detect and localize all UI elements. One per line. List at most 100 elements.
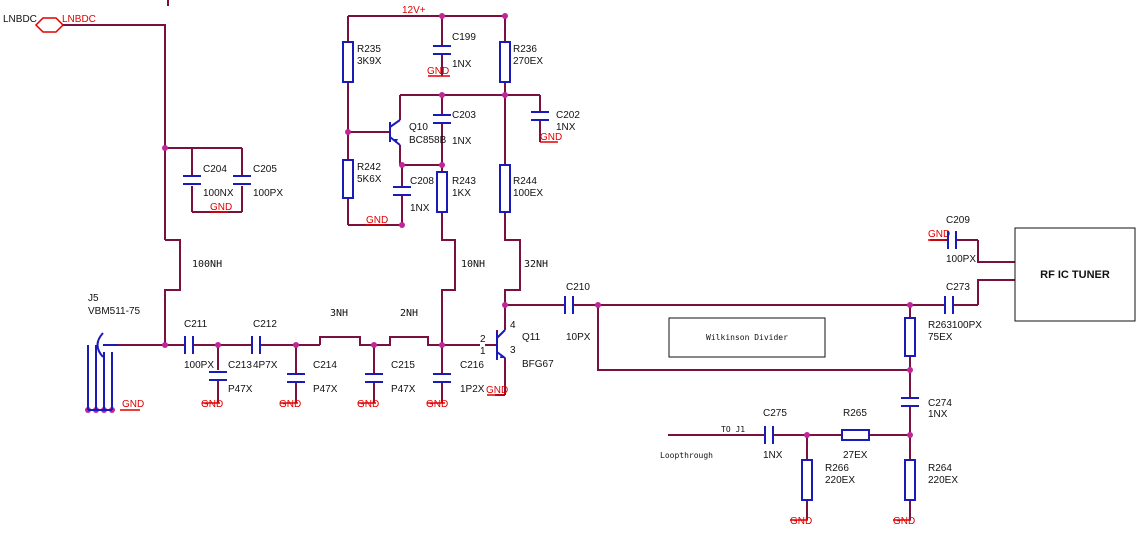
resistor-r242: R242 5K6X: [342, 159, 382, 199]
r243-ref: R243: [452, 176, 476, 187]
resistor-r266: R266 220EX: [801, 459, 855, 501]
capacitor-c204: C204 100NX: [183, 164, 234, 199]
gnd-label-c213: GND: [201, 399, 223, 410]
q11-pin-2: 2: [480, 334, 486, 345]
wilkinson-block: [668, 317, 826, 358]
r236-value: 270EX: [513, 56, 543, 67]
inductor-2nh-label: 2NH: [400, 308, 418, 319]
c214-ref: C214: [313, 360, 337, 371]
capacitor-c212: C212 4P7X: [251, 319, 278, 371]
inductor-3nh-label: 3NH: [330, 308, 348, 319]
vcc-net-label: 12V+: [402, 5, 426, 16]
r264-ref: R264: [928, 463, 952, 474]
gnd-label-c215: GND: [357, 399, 379, 410]
resistor-r235: R235 3K9X: [342, 41, 382, 83]
q11-pin-3: 3: [510, 345, 516, 356]
c275-ref: C275: [763, 408, 787, 419]
c208-ref: C208: [410, 176, 434, 187]
transistor-q11: Q11 BFG67 2 1 4 3: [480, 320, 554, 370]
gnd-label-c204: GND: [210, 202, 232, 213]
wires: [62, 0, 1015, 520]
capacitor-c216: C216 1P2X: [433, 360, 485, 395]
c214-value: P47X: [313, 384, 338, 395]
r236-ref: R236: [513, 44, 537, 55]
r242-ref: R242: [357, 162, 381, 173]
gnd-label-c216: GND: [426, 399, 448, 410]
rf-tuner-block: [1014, 227, 1136, 322]
c274-value: 1NX: [928, 409, 948, 420]
capacitor-c211: C211 100PX: [184, 319, 214, 371]
resistor-r243: R243 1KX: [436, 171, 476, 213]
r265-ref: R265: [843, 408, 867, 419]
gnd-label-c214: GND: [279, 399, 301, 410]
q11-pin-4: 4: [510, 320, 516, 331]
gnd-label-j5: GND: [122, 399, 144, 410]
resistor-r236: R236 270EX: [499, 41, 543, 83]
capacitor-c215: C215 P47X: [365, 360, 416, 395]
inductor-10nh-label: 10NH: [461, 259, 485, 270]
r244-value: 100EX: [513, 188, 543, 199]
ground-symbols: GND GND GND GND GND GND GND GND GND GND …: [120, 66, 950, 527]
c202-value: 1NX: [556, 122, 576, 133]
r263-ref: R263100PX: [928, 320, 982, 331]
gnd-label-r264: GND: [893, 516, 915, 527]
c202-ref: C202: [556, 110, 580, 121]
gnd-label-r266: GND: [790, 516, 812, 527]
capacitor-c273: C273: [944, 282, 970, 314]
c205-value: 100PX: [253, 188, 283, 199]
gnd-label-c202: GND: [540, 132, 562, 143]
c273-ref: C273: [946, 282, 970, 293]
j5-part: VBM511-75: [88, 306, 141, 317]
c204-value: 100NX: [203, 188, 234, 199]
c199-value: 1NX: [452, 59, 472, 70]
j5-ref: J5: [88, 293, 99, 304]
connector-j5: J5 VBM511-75: [87, 293, 141, 411]
c211-value: 100PX: [184, 360, 214, 371]
c209-ref: C209: [946, 215, 970, 226]
capacitor-c209: C209 100PX: [946, 215, 976, 265]
c274-ref: C274: [928, 398, 952, 409]
c212-ref: C212: [253, 319, 277, 330]
inductor-32nh-label: 32NH: [524, 259, 548, 270]
c205-ref: C205: [253, 164, 277, 175]
q11-part: BFG67: [522, 359, 554, 370]
r242-value: 5K6X: [357, 174, 382, 185]
q11-pin-1: 1: [480, 346, 486, 357]
capacitor-c274: C274 1NX: [901, 397, 952, 420]
capacitor-c210: C210 10PX: [564, 282, 591, 343]
q11-ref: Q11: [522, 332, 541, 343]
resistor-r263: R263100PX 75EX: [904, 317, 982, 357]
capacitor-c205: C205 100PX: [233, 164, 283, 199]
c210-ref: C210: [566, 282, 590, 293]
capacitor-c202: C202 1NX: [531, 110, 580, 133]
to-j1-label: TO J1: [721, 425, 745, 434]
wilkinson-label: Wilkinson Divider: [706, 333, 788, 342]
c210-value: 10PX: [566, 332, 591, 343]
gnd-label-r242: GND: [366, 215, 388, 226]
resistor-r264: R264 220EX: [904, 459, 958, 501]
c216-ref: C216: [460, 360, 484, 371]
capacitor-c214: C214 P47X: [287, 360, 338, 395]
r266-ref: R266: [825, 463, 849, 474]
r266-value: 220EX: [825, 475, 855, 486]
capacitor-c208: C208 1NX: [393, 176, 434, 214]
r244-ref: R244: [513, 176, 537, 187]
capacitor-c275: C275 1NX: [763, 408, 787, 461]
c215-value: P47X: [391, 384, 416, 395]
capacitor-c203: C203 1NX: [433, 110, 476, 147]
c213-value: P47X: [228, 384, 253, 395]
c204-ref: C204: [203, 164, 227, 175]
lnbdc-net-label: LNBDC: [3, 14, 37, 25]
c203-ref: C203: [452, 110, 476, 121]
loopthrough-label: Loopthrough: [660, 451, 713, 460]
c275-value: 1NX: [763, 450, 783, 461]
c212-value: 4P7X: [253, 360, 278, 371]
resistor-r244: R244 100EX: [499, 164, 543, 213]
inductor-100nh-label: 100NH: [192, 259, 222, 270]
r243-value: 1KX: [452, 188, 471, 199]
c213-ref: C213: [228, 360, 252, 371]
gnd-label-c209: GND: [928, 229, 950, 240]
c216-value: 1P2X: [460, 384, 485, 395]
gnd-label-q11: GND: [486, 385, 508, 396]
